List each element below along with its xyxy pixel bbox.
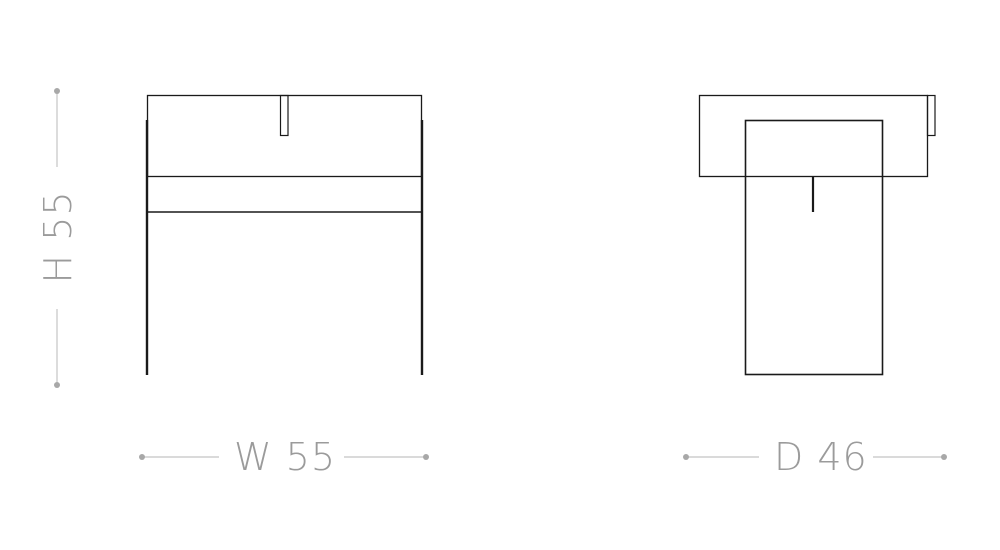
side-view [698,94,936,376]
depth-endpoint-left [683,454,689,460]
height-label: H 55 [36,190,80,284]
front-handle-slot [279,94,289,137]
side-top-box [698,94,929,178]
width-label: W 55 [234,435,337,479]
side-back-tab [926,94,936,137]
width-endpoint-right [423,454,429,460]
depth-label: D 46 [774,435,868,479]
height-endpoint-bottom [54,382,60,388]
front-view [145,94,424,375]
depth-dimension [683,454,947,460]
depth-endpoint-right [941,454,947,460]
side-body [744,119,884,376]
height-dimension [54,88,60,388]
height-endpoint-top [54,88,60,94]
width-dimension [139,454,429,460]
width-endpoint-left [139,454,145,460]
